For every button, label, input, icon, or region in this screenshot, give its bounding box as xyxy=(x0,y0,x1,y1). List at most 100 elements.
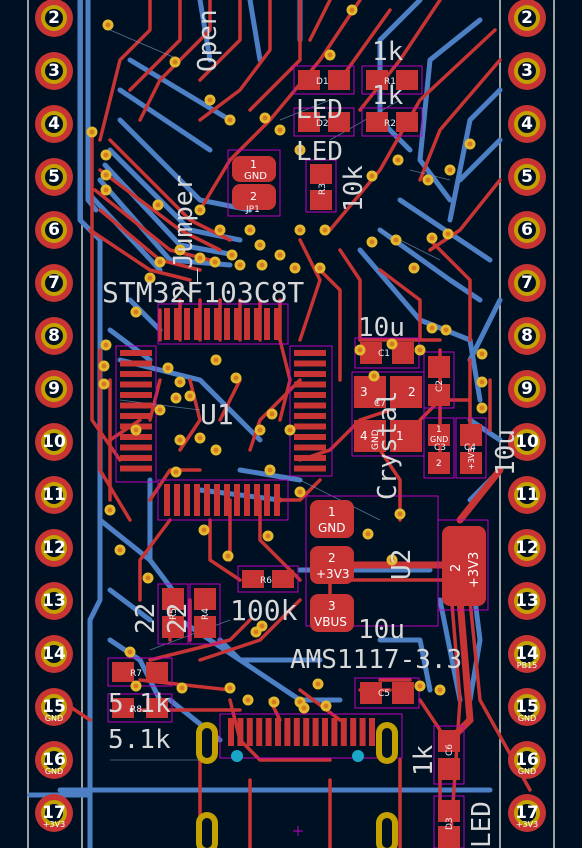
silk-jumper: 2_Jumper xyxy=(169,175,199,300)
pin-net: GND xyxy=(45,714,63,723)
pin-number: 14 xyxy=(515,644,539,664)
via xyxy=(392,154,404,166)
via xyxy=(464,138,476,150)
mcu-pad xyxy=(294,465,326,472)
left-header-pin: 11 xyxy=(35,476,73,514)
xtal-2-label: 2 xyxy=(408,385,416,399)
pin-hole xyxy=(45,698,63,716)
via xyxy=(234,259,246,271)
pin-number: 13 xyxy=(515,591,539,611)
via xyxy=(268,696,280,708)
mcu-pad xyxy=(120,413,152,419)
pin-hole xyxy=(45,804,63,822)
usb-pad xyxy=(246,718,253,746)
mcu-pad xyxy=(294,371,326,377)
pin-hole xyxy=(45,539,63,557)
via xyxy=(354,344,366,356)
ref-r3: R3 xyxy=(318,183,328,195)
via xyxy=(198,524,210,536)
ref-r4: R4 xyxy=(201,608,211,620)
mcu-pad xyxy=(294,444,326,451)
via xyxy=(259,112,271,124)
silk-open: Open xyxy=(193,9,223,72)
via xyxy=(426,232,438,244)
via xyxy=(386,554,398,566)
via xyxy=(222,550,234,562)
left-header-pin: 7 xyxy=(35,264,73,302)
pin-hole xyxy=(45,433,63,451)
silk-u2: U2 xyxy=(387,549,417,580)
mcu-pad xyxy=(204,308,210,340)
usb-pad xyxy=(284,718,291,746)
pin-number: 14 xyxy=(42,644,66,664)
smd-parts-bottom xyxy=(112,570,460,848)
c-3v3-label: +3V3 xyxy=(467,448,476,470)
pin-number: 3 xyxy=(48,61,60,81)
via xyxy=(210,444,222,456)
mcu-pad xyxy=(274,308,280,340)
mcu-footprint xyxy=(120,308,326,516)
pin-hole xyxy=(518,168,536,186)
pin-hole xyxy=(45,9,63,27)
via xyxy=(130,424,142,436)
pin-net: GND xyxy=(45,767,63,776)
pin-hole xyxy=(45,327,63,345)
right-header-pin: 5 xyxy=(508,158,546,196)
pin-number: 16 xyxy=(515,750,539,770)
mcu-pad xyxy=(224,484,230,516)
silk-led-2: LED xyxy=(296,137,343,167)
usb-pad xyxy=(322,718,328,746)
ref-r1: R1 xyxy=(384,77,396,87)
via xyxy=(154,256,166,268)
via xyxy=(362,528,374,540)
pin-number: 2 xyxy=(48,8,60,28)
regulator-footprint xyxy=(310,500,486,632)
pin-hole xyxy=(45,221,63,239)
mcu-pad xyxy=(264,484,270,516)
ref-c7: C7 xyxy=(374,399,386,409)
via xyxy=(224,682,236,694)
ref-r2: R2 xyxy=(384,119,396,129)
ref-c1: C1 xyxy=(378,349,390,359)
via xyxy=(476,348,488,360)
pin-hole xyxy=(518,698,536,716)
crystal-area xyxy=(354,342,482,474)
mcu-pad xyxy=(294,402,326,409)
via xyxy=(98,360,110,372)
usb-signal-pads xyxy=(228,718,375,746)
pin-number: 11 xyxy=(42,485,66,505)
pin-number: 8 xyxy=(521,326,533,346)
pin-number: 17 xyxy=(515,803,539,823)
pin-hole xyxy=(45,486,63,504)
pin-number: 12 xyxy=(42,538,66,558)
xtal-4-label: 4 xyxy=(360,429,368,443)
mcu-pad xyxy=(164,484,170,516)
mcu-pad xyxy=(264,308,270,340)
right-header-pin: 4 xyxy=(508,105,546,143)
pin-hole xyxy=(45,115,63,133)
via xyxy=(319,224,331,236)
jp-gnd-label: GND xyxy=(244,171,267,182)
u2-pad1-label: 1 xyxy=(328,505,336,519)
left-header-pin: 9 xyxy=(35,370,73,408)
smd-parts-top xyxy=(232,70,418,210)
pin-number: 11 xyxy=(515,485,539,505)
silk-10u-bottom: 10u xyxy=(358,615,405,645)
pin-number: 6 xyxy=(521,220,533,240)
via xyxy=(226,249,238,261)
via xyxy=(256,259,268,271)
pin-hole xyxy=(45,274,63,292)
via xyxy=(104,504,116,516)
via xyxy=(176,682,188,694)
mcu-pad xyxy=(214,308,220,340)
mcu-pad xyxy=(120,371,152,377)
pin-hole xyxy=(45,645,63,663)
via xyxy=(174,376,186,388)
mcu-pad xyxy=(120,465,152,472)
silk-10u-right: 10u xyxy=(491,429,521,476)
pin-hole xyxy=(518,592,536,610)
